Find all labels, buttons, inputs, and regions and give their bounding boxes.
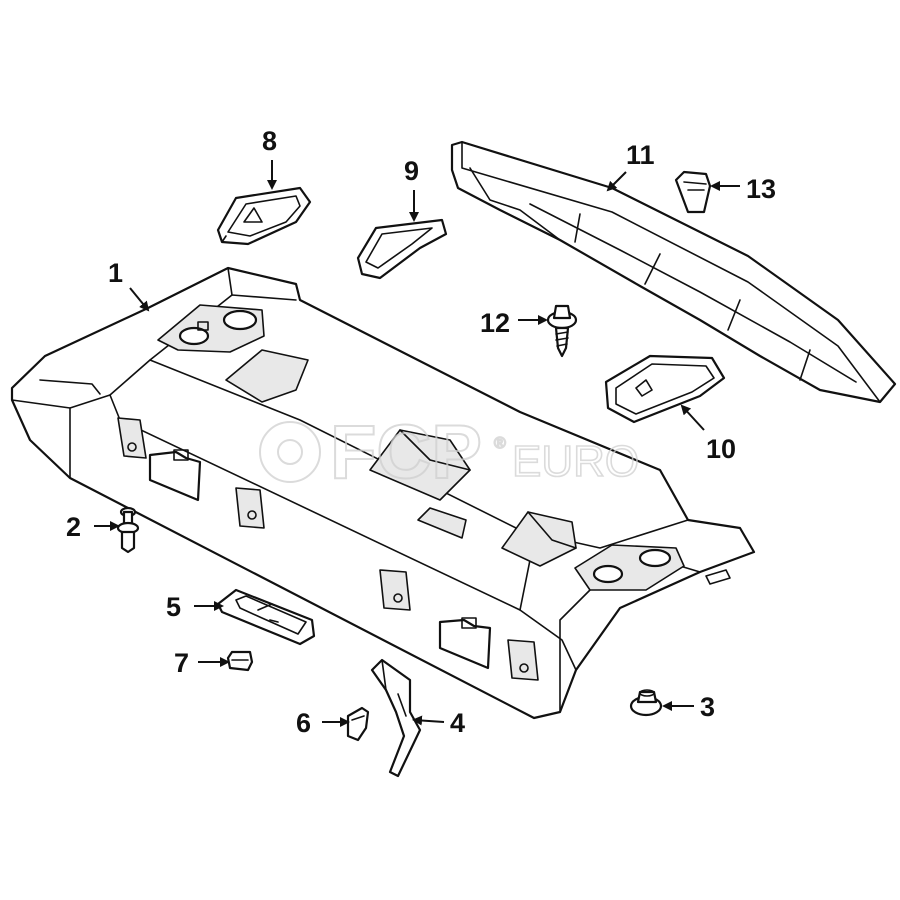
callout-2: 2 (66, 512, 81, 542)
callout-9: 9 (404, 156, 419, 186)
part-4-bracket (370, 658, 422, 778)
callout-12: 12 (480, 308, 510, 338)
part-11-upper-trim-rail (450, 140, 897, 404)
part-7-clip (226, 650, 254, 672)
leader-11 (606, 171, 627, 192)
callout-6: 6 (296, 708, 311, 738)
part-6-clip (346, 706, 370, 742)
leader-10 (680, 404, 705, 431)
watermark-mark: ® (494, 435, 506, 452)
callout-4: 4 (450, 708, 465, 738)
leader-1 (129, 287, 150, 312)
part-10-pad (604, 354, 726, 424)
part-12-screw (546, 304, 578, 358)
watermark-gear-icon (259, 421, 321, 483)
leader-4 (412, 715, 445, 726)
callout-8: 8 (262, 126, 277, 156)
part-3-nut (629, 689, 663, 717)
watermark-gear-hub-icon (277, 439, 303, 465)
part-2-push-pin (116, 506, 140, 554)
watermark-logo: FCP ® EURO (259, 409, 640, 496)
part-8-left-cover (216, 186, 312, 246)
callout-5: 5 (166, 592, 181, 622)
leader-lines (94, 160, 740, 727)
part-9-cover-panel (356, 218, 448, 280)
callout-labels: 1 2 3 4 5 6 7 8 9 10 11 12 13 (66, 126, 776, 738)
callout-13: 13 (746, 174, 776, 204)
watermark-brand: FCP (330, 410, 482, 495)
part-5-bracket-plate (216, 588, 316, 646)
watermark-suffix: EURO (512, 437, 639, 486)
callout-7: 7 (174, 648, 189, 678)
part-13-clip (674, 170, 712, 214)
callout-11: 11 (626, 140, 655, 170)
callout-10: 10 (706, 434, 736, 464)
callout-3: 3 (700, 692, 715, 722)
callout-1: 1 (108, 258, 123, 288)
part-1-package-tray (10, 266, 756, 720)
